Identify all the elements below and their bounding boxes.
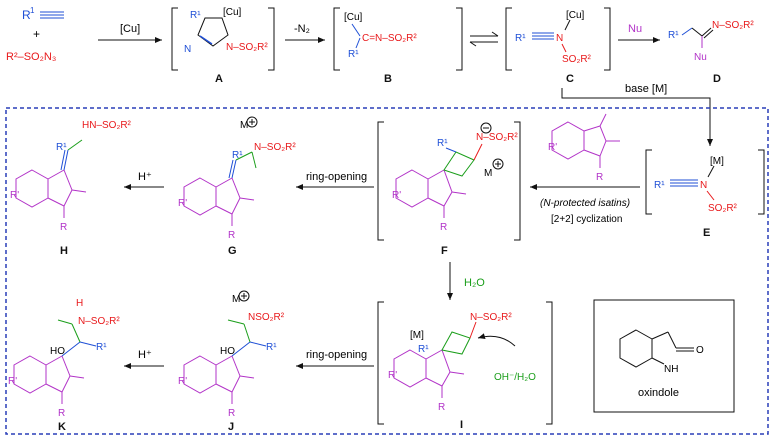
G-r-sub: R' xyxy=(178,198,187,209)
oxindole-structure xyxy=(619,329,694,368)
H-r-sub: R' xyxy=(10,190,19,201)
oxindole-o: O xyxy=(696,345,704,356)
compound-E: R¹ N [M] SO₂R² E xyxy=(654,156,738,239)
G-metal: M xyxy=(240,120,248,131)
B-r1: R¹ xyxy=(348,49,359,60)
B-cu: [Cu] xyxy=(344,12,363,23)
B-ketenimine: C=N–SO₂R² xyxy=(362,33,417,44)
oxindole-nh: NH xyxy=(664,364,678,375)
sulfonyl-azide: R²–SO₂N₃ xyxy=(6,51,56,63)
I-r1: R¹ xyxy=(418,344,429,355)
E-so2: SO₂R² xyxy=(708,203,738,214)
C-r1: R¹ xyxy=(515,33,526,44)
alkyne-reactant: R 1 xyxy=(22,6,64,22)
J-ho: HO xyxy=(220,346,235,357)
K-r-sub: R' xyxy=(8,376,17,387)
F-r1: R¹ xyxy=(437,138,448,149)
oxindole-label: oxindole xyxy=(638,387,679,399)
F-nminus: N–SO₂R² xyxy=(476,132,518,143)
isatin-reagent xyxy=(551,113,620,168)
G-label: G xyxy=(228,245,237,257)
compound-H: R¹ HN–SO₂R² R' R H xyxy=(10,120,132,257)
condition-2: [2+2] cyclization xyxy=(551,214,622,225)
H-r1: R¹ xyxy=(56,142,67,153)
dashed-frame xyxy=(5,107,769,435)
D-nu: Nu xyxy=(694,52,707,63)
J-n: NSO₂R² xyxy=(248,312,285,323)
J-r1: R¹ xyxy=(266,342,277,353)
K-nr: R xyxy=(58,408,65,419)
I-oh: OH⁻/H₂O xyxy=(494,372,536,383)
ring-opening-1: ring-opening xyxy=(306,171,367,183)
C-label: C xyxy=(566,73,574,85)
J-label: J xyxy=(228,421,234,433)
K-label: K xyxy=(58,421,66,433)
compound-C: R¹ N [Cu] SO₂R² C xyxy=(515,10,592,85)
A-n: N xyxy=(184,44,191,55)
ring-opening-2: ring-opening xyxy=(306,349,367,361)
I-m: [M] xyxy=(410,330,424,341)
compound-G: R¹ N–SO₂R² M R' R G xyxy=(178,116,296,257)
compound-I: [M] R¹ N–SO₂R² OH⁻/H₂O R' R I xyxy=(388,312,536,431)
A-r1: R¹ xyxy=(190,10,201,21)
I-nr: R xyxy=(438,402,445,413)
B-label: B xyxy=(384,73,392,85)
alkyne-r: R xyxy=(22,8,31,22)
F-metal: M xyxy=(484,168,492,179)
compound-K: HO R¹ H N–SO₂R² R' R K xyxy=(8,298,120,433)
A-so2: N–SO₂R² xyxy=(226,42,268,53)
C-so2: SO₂R² xyxy=(562,54,592,65)
E-r1: R¹ xyxy=(654,180,665,191)
F-r-sub: R' xyxy=(392,190,401,201)
C-n: N xyxy=(556,33,563,44)
cu-reagent: [Cu] xyxy=(120,23,140,35)
K-h: H xyxy=(76,298,83,309)
D-r1: R¹ xyxy=(668,30,679,41)
G-n: N–SO₂R² xyxy=(254,142,296,153)
A-cu: [Cu] xyxy=(223,7,242,18)
A-label: A xyxy=(215,73,223,85)
isatin-nr: R xyxy=(596,172,603,183)
I-label: I xyxy=(460,419,463,431)
n2-loss: -N₂ xyxy=(294,23,310,35)
oxindole-box xyxy=(593,299,735,413)
E-m: [M] xyxy=(710,156,724,167)
isatin-r-sub: R' xyxy=(548,142,557,153)
nu-reagent: Nu xyxy=(628,23,642,35)
compound-F: R¹ N–SO₂R² M R' R F xyxy=(392,122,518,257)
water: H₂O xyxy=(464,277,485,289)
E-label: E xyxy=(703,227,710,239)
compound-J: HO R¹ NSO₂R² M R' R J xyxy=(178,290,285,433)
F-label: F xyxy=(441,245,448,257)
J-metal: M xyxy=(232,294,240,305)
compound-D: R¹ N–SO₂R² Nu D xyxy=(668,20,754,85)
I-n: N–SO₂R² xyxy=(470,312,512,323)
C-cu: [Cu] xyxy=(566,10,585,21)
compound-A: R¹ [Cu] N N–SO₂R² A xyxy=(184,7,268,85)
K-r1: R¹ xyxy=(96,342,107,353)
h-plus-2: H⁺ xyxy=(138,349,152,361)
F-r: R xyxy=(440,222,447,233)
K-ho: HO xyxy=(50,346,65,357)
D-label: D xyxy=(713,73,721,85)
H-nh: HN–SO₂R² xyxy=(82,120,132,131)
G-r1: R¹ xyxy=(232,150,243,161)
K-nh: N–SO₂R² xyxy=(78,316,120,327)
H-label: H xyxy=(60,245,68,257)
H-nr: R xyxy=(60,222,67,233)
J-nr: R xyxy=(228,408,235,419)
compound-B: [Cu] R¹ C=N–SO₂R² B xyxy=(344,12,417,85)
E-n: N xyxy=(700,180,707,191)
base-label: base [M] xyxy=(625,83,667,95)
G-nr: R xyxy=(228,230,235,241)
plus-sign: + xyxy=(33,27,40,41)
D-n: N–SO₂R² xyxy=(712,20,754,31)
J-r-sub: R' xyxy=(178,376,187,387)
condition-1: (N-protected isatins) xyxy=(540,198,630,209)
alkyne-sup: 1 xyxy=(30,6,35,15)
h-plus-1: H⁺ xyxy=(138,171,152,183)
I-r-sub: R' xyxy=(388,370,397,381)
